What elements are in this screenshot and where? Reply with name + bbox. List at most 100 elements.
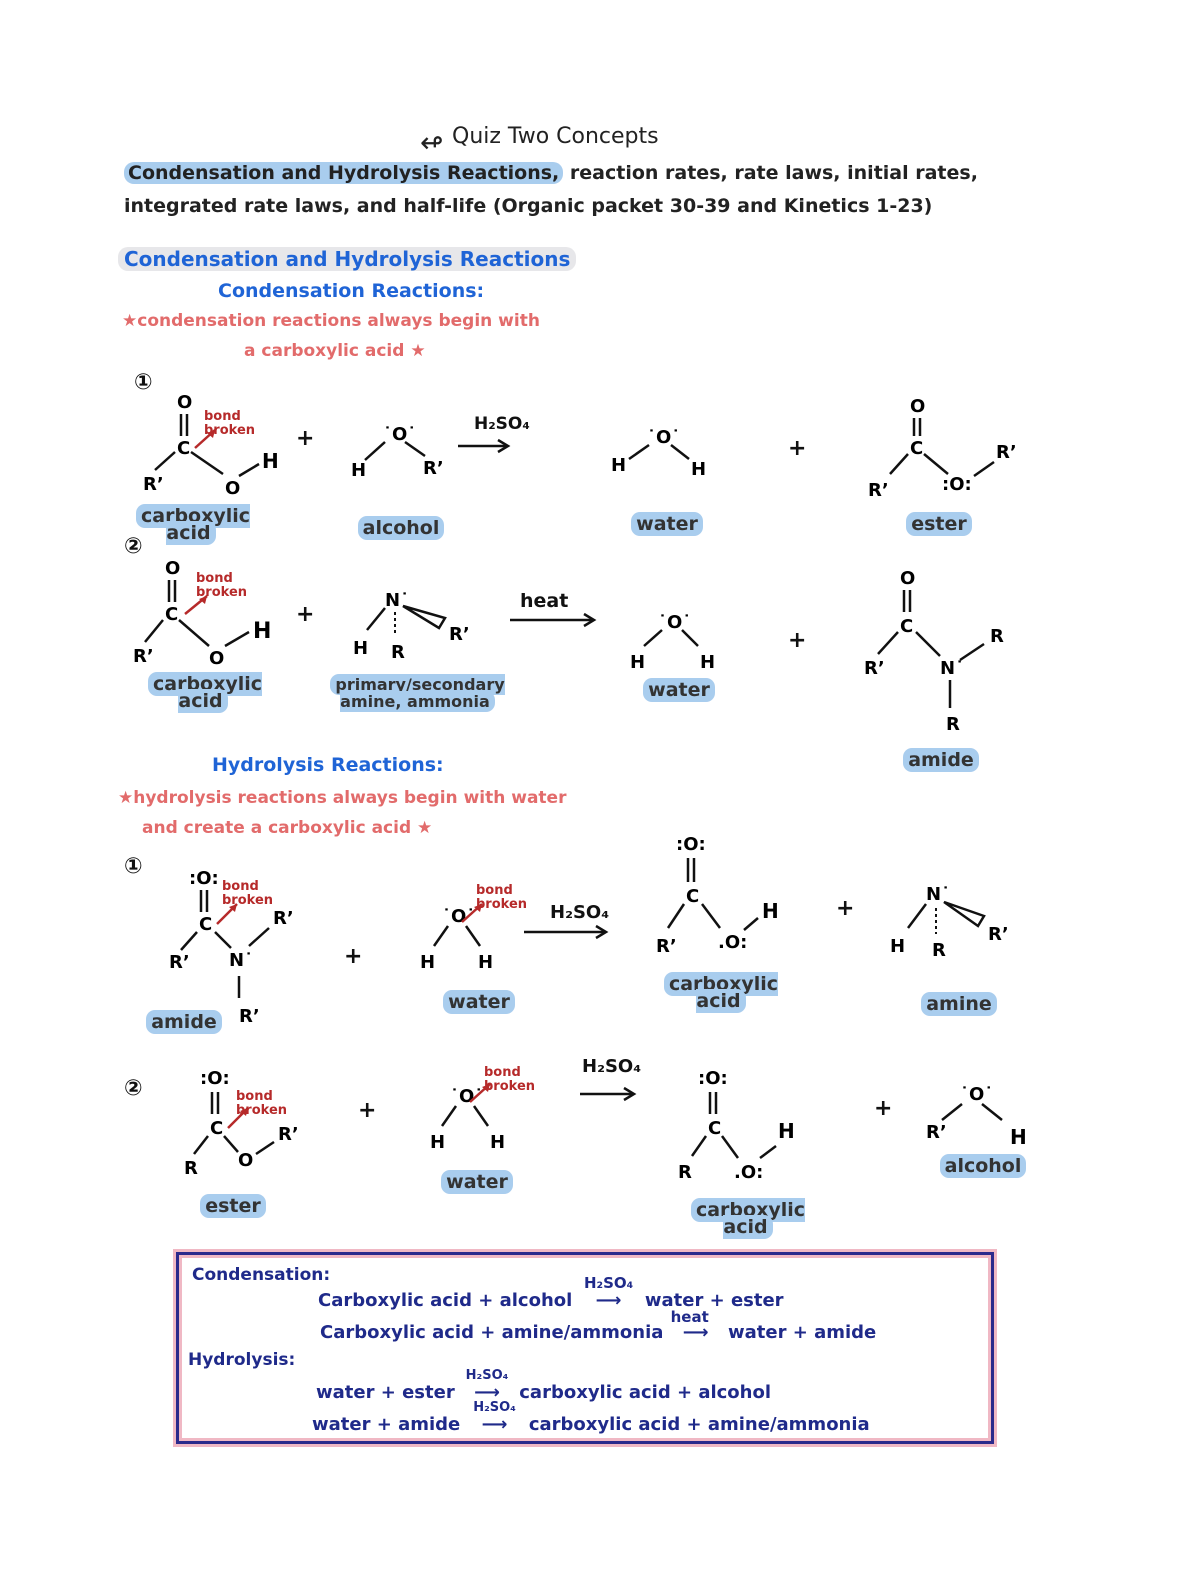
ester-structure: O C Rʼ :O: Rʼ <box>868 396 1017 501</box>
svg-text:Rʼ: Rʼ <box>996 442 1017 463</box>
label-text: alcohol <box>357 516 445 540</box>
label-text: amide <box>903 748 979 772</box>
svg-text:C: C <box>686 886 699 907</box>
label-text: amine <box>921 992 997 1016</box>
svg-text:Rʼ: Rʼ <box>278 1124 299 1145</box>
water-structure: ˙O˙ H H <box>630 612 715 673</box>
svg-text:Rʼ: Rʼ <box>169 952 190 973</box>
summary-text: carboxylic acid + alcohol <box>519 1382 772 1403</box>
svg-text:C: C <box>210 1118 223 1139</box>
svg-text:N˙: N˙ <box>926 884 950 905</box>
label-ester: ester <box>884 512 994 536</box>
svg-text:C: C <box>177 438 190 459</box>
svg-text:˙O˙: ˙O˙ <box>658 612 691 633</box>
svg-text::O:: :O: <box>200 1068 230 1089</box>
plus-sign: + <box>788 628 807 653</box>
label-carboxylic-acid: carboxylic acid <box>678 1198 818 1239</box>
svg-text::O:: :O: <box>698 1068 728 1089</box>
condensation-heading: Condensation Reactions: <box>218 280 485 302</box>
svg-text:H: H <box>1010 1125 1027 1149</box>
summary-c2: Carboxylic acid + amine/ammonia heat⟶ wa… <box>320 1308 877 1343</box>
reaction-arrow <box>510 612 597 628</box>
amide-structure: O C Rʼ N˙ R R <box>864 568 1004 735</box>
summary-condition: H₂SO₄ <box>473 1400 516 1415</box>
label-text: ester <box>200 1194 266 1218</box>
svg-text:H: H <box>890 936 905 957</box>
plus-sign: + <box>296 426 315 451</box>
label-carboxylic-acid: carboxylic acid <box>136 504 251 545</box>
svg-text:H: H <box>478 952 493 973</box>
condensation-note-2: a carboxylic acid ★ <box>244 341 426 361</box>
plus-sign: + <box>344 944 363 969</box>
summary-condensation-label: Condensation: <box>192 1265 331 1285</box>
label-text: alcohol <box>939 1154 1027 1178</box>
summary-h1: water + ester H₂SO₄⟶ carboxylic acid + a… <box>316 1368 772 1403</box>
label-water: water <box>424 990 534 1014</box>
svg-text:˙O˙: ˙O˙ <box>450 1086 483 1107</box>
plus-sign: + <box>788 436 807 461</box>
plus-sign: + <box>836 896 855 921</box>
svg-text::O:: :O: <box>189 868 219 889</box>
svg-text:R: R <box>678 1162 692 1183</box>
plus-sign: + <box>296 602 315 627</box>
summary-text: water + ester <box>644 1290 784 1311</box>
svg-text:H: H <box>353 638 368 659</box>
bond-broken-note: bond broken <box>484 1065 536 1094</box>
label-text: water <box>643 678 715 702</box>
reaction-number: ① <box>124 854 143 879</box>
label-text: water <box>443 990 515 1014</box>
summary-arrow: H₂SO₄⟶ <box>467 1400 523 1435</box>
svg-text:N˙: N˙ <box>940 658 964 679</box>
label-text: carboxylic acid <box>148 672 263 713</box>
svg-text:Rʼ: Rʼ <box>449 624 470 645</box>
svg-text:H: H <box>430 1132 445 1153</box>
bond-broken-note: bond broken <box>236 1089 288 1118</box>
svg-text:O: O <box>225 478 240 499</box>
summary-c1: Carboxylic acid + alcohol H₂SO₄⟶ water +… <box>318 1274 784 1311</box>
header-highlight: Condensation and Hydrolysis Reactions, <box>124 162 564 184</box>
svg-text:R: R <box>932 940 946 961</box>
label-text: water <box>631 512 703 536</box>
svg-text:O: O <box>165 558 180 579</box>
label-text: amide <box>146 1010 222 1034</box>
amine-structure: N˙ H R Rʼ <box>353 590 470 663</box>
label-water: water <box>612 512 722 536</box>
header-line-2: integrated rate laws, and half-life (Org… <box>124 195 933 217</box>
label-alcohol: alcohol <box>928 1154 1038 1178</box>
label-ester: ester <box>178 1194 288 1218</box>
alcohol-structure: ˙O˙ H Rʼ <box>351 424 444 481</box>
summary-condition: heat <box>670 1308 709 1326</box>
label-text: water <box>441 1170 513 1194</box>
svg-text:O: O <box>238 1150 253 1171</box>
reaction-number: ② <box>124 534 143 559</box>
bond-broken-note: bond broken <box>204 409 256 438</box>
summary-text: water + ester <box>316 1382 455 1403</box>
reaction-arrow <box>524 924 609 940</box>
plus-sign: + <box>874 1096 893 1121</box>
svg-text:O: O <box>910 396 925 417</box>
svg-text:C: C <box>910 438 923 459</box>
svg-text:C: C <box>900 616 913 637</box>
summary-text: water + amide <box>727 1322 877 1343</box>
reaction-number: ② <box>124 1076 143 1101</box>
svg-text:˙O˙: ˙O˙ <box>442 906 475 927</box>
hydrolysis-note-1: ★hydrolysis reactions always begin with … <box>118 788 567 808</box>
carboxylic-acid-structure: O C Rʼ O H <box>143 392 279 499</box>
svg-text:H: H <box>700 652 715 673</box>
summary-arrow: heat⟶ <box>670 1308 722 1343</box>
svg-text:R: R <box>391 642 405 663</box>
header-line-1: Condensation and Hydrolysis Reactions, r… <box>124 162 978 184</box>
svg-text:H: H <box>778 1119 795 1143</box>
label-text: carboxylic acid <box>136 504 251 545</box>
label-carboxylic-acid: carboxylic acid <box>656 972 786 1013</box>
svg-text::O:: :O: <box>676 834 706 855</box>
summary-text: Carboxylic acid + amine/ammonia <box>320 1322 664 1343</box>
plus-sign: + <box>358 1098 377 1123</box>
bond-broken-note: bond broken <box>476 883 528 912</box>
summary-text: carboxylic acid + amine/ammonia <box>528 1414 870 1435</box>
reaction-number: ① <box>134 370 153 395</box>
label-water: water <box>624 678 734 702</box>
svg-text:H: H <box>262 449 279 473</box>
svg-text:Rʼ: Rʼ <box>656 936 677 957</box>
svg-text:C: C <box>165 604 178 625</box>
